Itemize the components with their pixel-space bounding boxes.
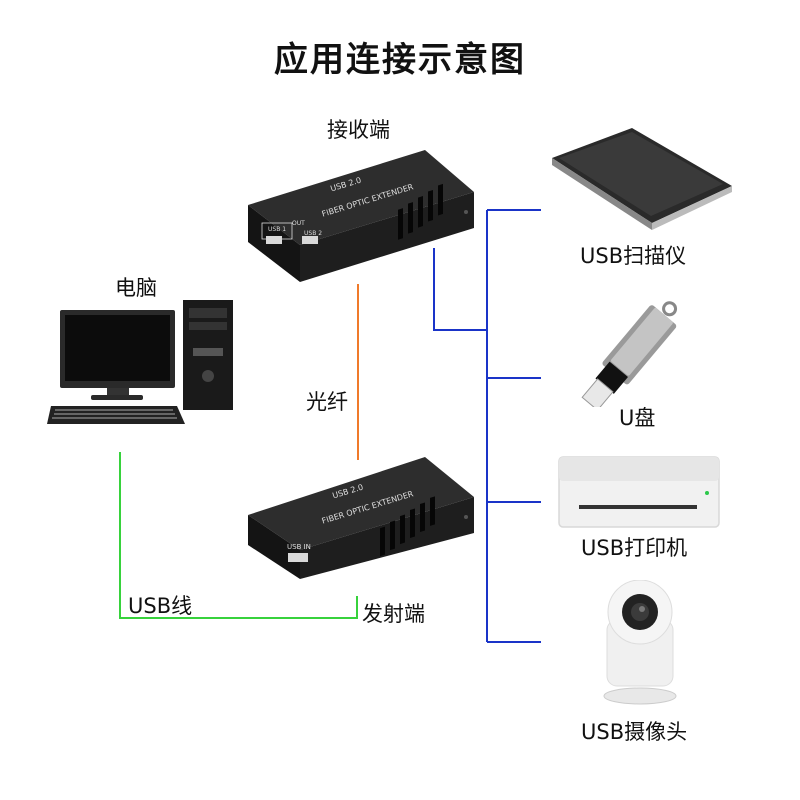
printer-icon [557, 455, 722, 530]
receiver-device: USB 2.0 FIBER OPTIC EXTENDER OUT USB 1 U… [240, 150, 480, 290]
receiver-port1-label: USB 1 [268, 226, 287, 233]
computer-icon [45, 296, 245, 431]
scanner-icon [547, 128, 737, 233]
device-label-usb-drive: U盘 [619, 406, 656, 430]
usb-bus-lines [433, 209, 541, 643]
receiver-label: 接收端 [327, 118, 390, 142]
receiver-port-group: OUT [292, 220, 305, 227]
camera-icon [595, 579, 685, 710]
device-label-camera: USB摄像头 [581, 720, 688, 744]
transmitter-device: USB 2.0 FIBER OPTIC EXTENDER USB IN [240, 455, 480, 595]
usb-cable-line [119, 452, 358, 619]
device-label-printer: USB打印机 [581, 536, 688, 560]
computer-label: 电脑 [115, 276, 157, 300]
transmitter-label: 发射端 [362, 602, 425, 626]
transmitter-port-label: USB IN [287, 543, 311, 551]
device-label-scanner: USB扫描仪 [580, 244, 687, 268]
receiver-port2-label: USB 2 [304, 230, 323, 237]
fiber-label: 光纤 [306, 390, 348, 414]
usb-flash-drive-icon [580, 282, 700, 411]
usb-cable-label: USB线 [128, 594, 193, 618]
page-title: 应用连接示意图 [274, 40, 526, 80]
